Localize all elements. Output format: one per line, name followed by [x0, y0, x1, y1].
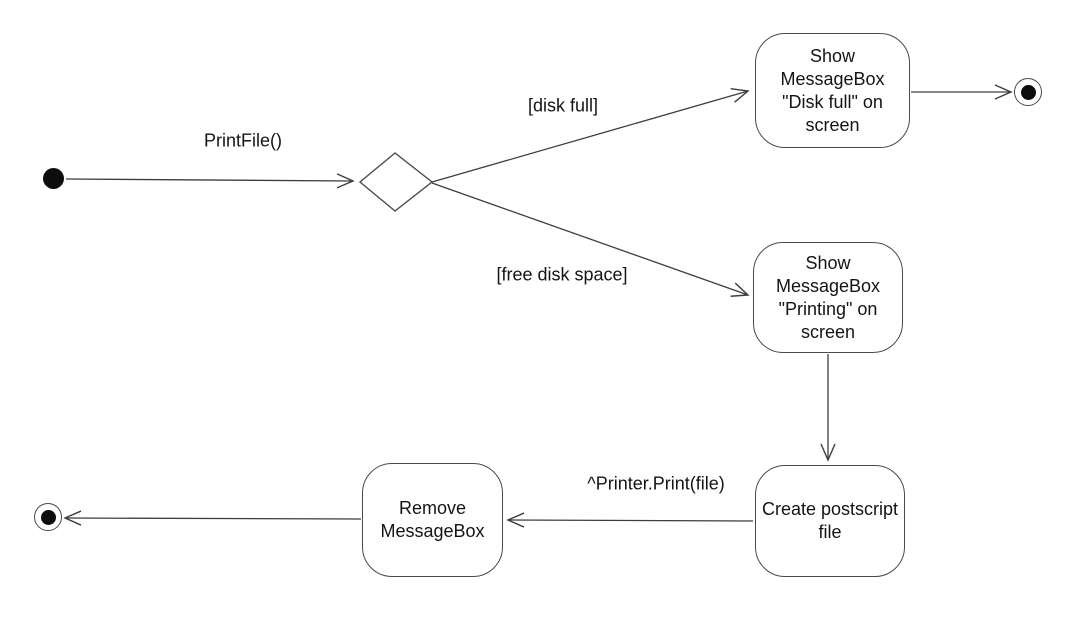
edge-label-printer-print: ^Printer.Print(file)	[587, 473, 725, 494]
edge-disk-full	[431, 88, 750, 183]
edge-to-final-bottom	[63, 510, 362, 526]
activity-show-printing-label: Show MessageBox "Printing" on screen	[775, 252, 881, 342]
edge-printer-print	[506, 512, 754, 528]
final-state-top-dot	[1020, 84, 1036, 100]
activity-create-postscript: Create postscript file	[755, 465, 905, 577]
activity-remove-messagebox: Remove MessageBox	[362, 463, 503, 577]
activity-show-disk-full: Show MessageBox "Disk full" on screen	[755, 33, 910, 148]
edge-label-disk-full: [disk full]	[527, 95, 599, 116]
initial-state-node	[43, 168, 64, 189]
edge-label-printfile: PrintFile()	[203, 130, 283, 151]
activity-create-postscript-label: Create postscript file	[761, 499, 899, 542]
activity-show-disk-full-label: Show MessageBox "Disk full" on screen	[780, 45, 885, 135]
edge-free-disk-space	[431, 182, 750, 297]
final-state-top-node	[1014, 78, 1042, 106]
activity-show-printing: Show MessageBox "Printing" on screen	[753, 242, 903, 353]
edge-printfile	[65, 173, 355, 189]
edge-label-free-disk-space: [free disk space]	[496, 264, 628, 285]
final-state-bottom-dot	[40, 509, 56, 525]
activity-remove-messagebox-label: Remove MessageBox	[380, 498, 485, 541]
final-state-bottom-node	[34, 503, 62, 531]
decision-diamond	[358, 152, 434, 212]
